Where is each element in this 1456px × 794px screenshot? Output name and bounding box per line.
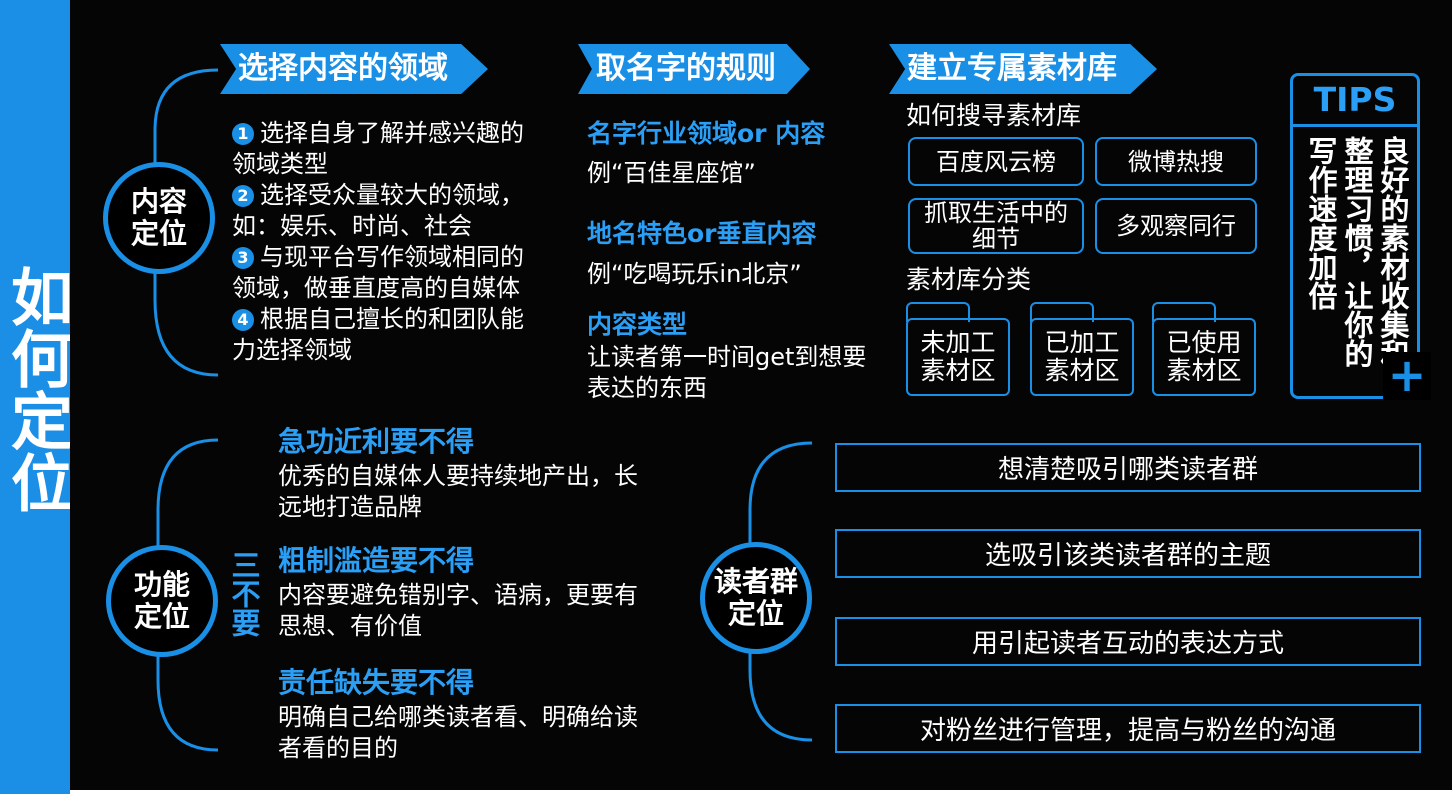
side-title: 如何定位 bbox=[0, 265, 73, 513]
hub-content-positioning: 内容定位 bbox=[103, 162, 215, 274]
tips-line: 整理习惯，让你的 bbox=[1340, 136, 1374, 368]
banner-select-domain: 选择内容的领域 bbox=[220, 44, 488, 94]
tips-line: 良好的素材收集和 bbox=[1376, 136, 1410, 368]
reader-item: 想清楚吸引哪类读者群 bbox=[835, 443, 1421, 492]
function-item-head: 责任缺失要不得 bbox=[278, 666, 475, 699]
reader-item: 选吸引该类读者群的主题 bbox=[835, 529, 1421, 578]
folder-icon bbox=[1030, 302, 1094, 322]
search-box: 微博热搜 bbox=[1095, 137, 1257, 186]
folder-icon bbox=[906, 302, 970, 322]
search-box: 百度风云榜 bbox=[908, 137, 1084, 186]
search-box: 抓取生活中的细节 bbox=[908, 198, 1084, 254]
function-item-body: 明确自己给哪类读者看、明确给读者看的目的 bbox=[278, 703, 638, 762]
naming-rule-head: 内容类型 bbox=[587, 310, 688, 339]
banner-material-library: 建立专属素材库 bbox=[889, 44, 1157, 94]
function-item-head: 急功近利要不得 bbox=[278, 425, 475, 458]
naming-rule-body: 让读者第一时间get到想要表达的东西 bbox=[587, 343, 867, 402]
folder-processed: 已加工素材区 bbox=[1030, 318, 1134, 396]
three-no-label: 三不要 bbox=[227, 550, 261, 637]
tips-title: TIPS bbox=[1290, 73, 1420, 127]
tips-box bbox=[1290, 73, 1420, 399]
hub-reader-positioning: 读者群定位 bbox=[700, 542, 812, 654]
hub-function-positioning: 功能定位 bbox=[106, 545, 218, 657]
reader-item: 对粉丝进行管理，提高与粉丝的沟通 bbox=[835, 704, 1421, 753]
plus-icon: + bbox=[1383, 352, 1431, 400]
naming-rule-body: 例“吃喝玩乐in北京” bbox=[587, 260, 802, 288]
function-item-body: 内容要避免错别字、语病，更要有思想、有价值 bbox=[278, 581, 638, 640]
naming-rule-head: 名字行业领域or 内容 bbox=[587, 119, 826, 148]
function-item-body: 优秀的自媒体人要持续地产出，长远地打造品牌 bbox=[278, 462, 638, 521]
function-item-head: 粗制滥造要不得 bbox=[278, 544, 475, 577]
sidebar bbox=[0, 0, 70, 794]
banner-naming-rules: 取名字的规则 bbox=[578, 44, 810, 94]
naming-rule-head: 地名特色or垂直内容 bbox=[587, 219, 817, 248]
reader-item: 用引起读者互动的表达方式 bbox=[835, 617, 1421, 666]
category-label: 素材库分类 bbox=[906, 265, 1032, 294]
search-label: 如何搜寻素材库 bbox=[906, 101, 1082, 130]
folder-icon bbox=[1152, 302, 1216, 322]
naming-rule-body: 例“百佳星座馆” bbox=[587, 159, 756, 187]
folder-used: 已使用素材区 bbox=[1152, 318, 1256, 396]
folder-unprocessed: 未加工素材区 bbox=[906, 318, 1010, 396]
search-box: 多观察同行 bbox=[1095, 198, 1257, 254]
tips-line: 写作速度加倍 bbox=[1304, 136, 1338, 310]
